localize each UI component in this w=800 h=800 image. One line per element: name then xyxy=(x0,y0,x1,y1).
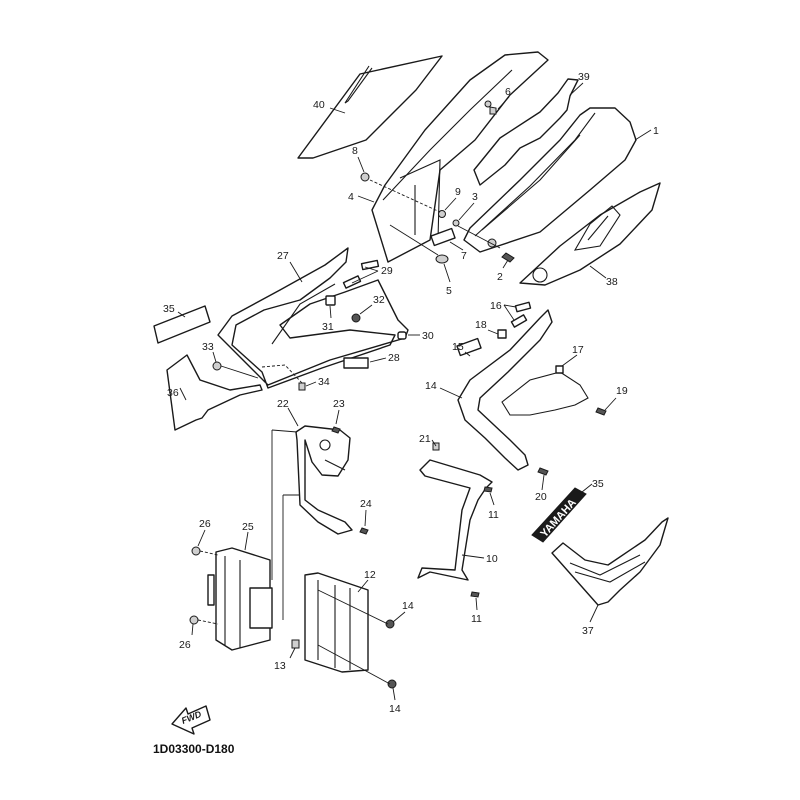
callout-29[interactable]: 29 xyxy=(381,265,393,277)
callout-28[interactable]: 28 xyxy=(388,352,400,364)
callout-7[interactable]: 7 xyxy=(461,250,467,262)
callout-15[interactable]: 14 xyxy=(425,380,437,392)
callout-35-left[interactable]: 35 xyxy=(163,303,175,315)
callout-14-top[interactable]: 14 xyxy=(402,600,414,612)
diagram-code: 1D03300-D180 xyxy=(153,742,235,756)
callout-9[interactable]: 9 xyxy=(455,186,461,198)
callout-30[interactable]: 30 xyxy=(422,330,434,342)
part-1-side-cover-main xyxy=(463,107,637,253)
callout-4[interactable]: 4 xyxy=(348,191,354,203)
callout-11-top[interactable]: 11 xyxy=(488,509,499,521)
part-12-radiator-cover-right xyxy=(291,572,397,689)
callout-40[interactable]: 40 xyxy=(313,99,325,111)
callout-27[interactable]: 27 xyxy=(277,250,289,262)
callout-8[interactable]: 8 xyxy=(352,145,358,157)
part-40-decal xyxy=(297,55,443,159)
callout-23[interactable]: 22 xyxy=(277,398,289,410)
callout-38[interactable]: 38 xyxy=(606,276,618,288)
callout-25[interactable]: 25 xyxy=(242,521,254,533)
callout-12[interactable]: 12 xyxy=(364,569,376,581)
part-27-under-cowl-left xyxy=(217,247,409,389)
callout-2[interactable]: 2 xyxy=(497,271,503,283)
callout-37[interactable]: 36 xyxy=(167,387,179,399)
callout-34[interactable]: 34 xyxy=(318,376,330,388)
callout-26-bottom[interactable]: 26 xyxy=(179,639,191,651)
callout-24-top[interactable]: 23 xyxy=(333,398,345,410)
part-37-decal-lower xyxy=(166,354,263,431)
part-39-inner-panel xyxy=(473,78,579,186)
callout-10[interactable]: 10 xyxy=(486,553,498,565)
callout-18[interactable]: 17 xyxy=(572,344,584,356)
callout-17[interactable]: 16 xyxy=(490,300,502,312)
callout-11-bottom[interactable]: 11 xyxy=(471,613,482,625)
callout-6[interactable]: 6 xyxy=(505,86,511,98)
callout-13[interactable]: 13 xyxy=(274,660,286,672)
callout-3[interactable]: 3 xyxy=(472,191,478,203)
callout-31[interactable]: 31 xyxy=(322,321,334,333)
callouts: 40 6 39 1 8 4 9 3 7 5 2 38 27 xyxy=(163,71,659,715)
callout-21[interactable]: 20 xyxy=(535,491,547,503)
part-38-graphic-decal xyxy=(519,182,661,286)
part-36-lower-graphic xyxy=(551,517,669,606)
callout-19[interactable]: 18 xyxy=(475,319,487,331)
callout-32[interactable]: 32 xyxy=(373,294,385,306)
panel-hardware xyxy=(360,100,515,264)
callout-5[interactable]: 5 xyxy=(446,285,452,297)
part-10-bracket xyxy=(417,459,493,598)
fwd-arrow: FWD xyxy=(171,705,211,735)
callout-33[interactable]: 33 xyxy=(202,341,214,353)
part-15-under-cowl-right xyxy=(457,309,589,471)
callout-35-right[interactable]: 35 xyxy=(592,478,604,490)
callout-1[interactable]: 1 xyxy=(653,125,659,137)
callout-16[interactable]: 15 xyxy=(452,341,464,353)
decal-brand-text: YAMAHA xyxy=(538,497,579,540)
cowl-right-hardware xyxy=(432,301,607,476)
callout-20[interactable]: 19 xyxy=(616,385,628,397)
part-25-radiator-cover-left xyxy=(189,546,273,651)
callout-39[interactable]: 39 xyxy=(578,71,590,83)
part-23-bracket xyxy=(271,425,369,620)
part-35-decal-left xyxy=(153,305,211,344)
callout-36[interactable]: 37 xyxy=(582,625,594,637)
callout-14-bottom[interactable]: 14 xyxy=(389,703,401,715)
callout-26-top[interactable]: 26 xyxy=(199,518,211,530)
callout-22[interactable]: 21 xyxy=(419,433,431,445)
callout-24-bottom[interactable]: 24 xyxy=(360,498,372,510)
